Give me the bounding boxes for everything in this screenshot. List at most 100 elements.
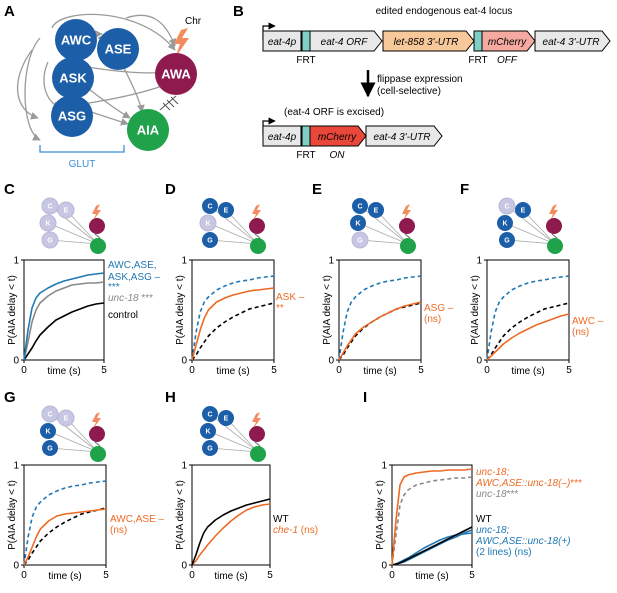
mini-node-label-g-G: G bbox=[47, 446, 53, 453]
e-legend-1: ASG – bbox=[424, 303, 454, 314]
mini-node-label-f-C: C bbox=[504, 204, 509, 211]
mini-node-d-C bbox=[202, 198, 218, 214]
e-legend-2: (ns) bbox=[424, 314, 441, 325]
series-line-h-0 bbox=[191, 498, 271, 566]
b-bottom-mcherry: mCherry bbox=[318, 132, 357, 143]
x-tick-label-i-0: 0 bbox=[389, 570, 395, 581]
y-tick-label-e-1: 1 bbox=[328, 256, 334, 267]
x-axis-label-d: time (s) bbox=[216, 366, 249, 377]
series-line-i-0 bbox=[391, 468, 473, 566]
panel-label-e: E bbox=[312, 181, 322, 198]
y-axis-label-i: P(AIA delay < t) bbox=[375, 480, 386, 550]
axes-frame-h bbox=[191, 464, 271, 566]
node-awc-label: AWC bbox=[61, 33, 92, 48]
node-asg-label: ASG bbox=[58, 109, 86, 124]
x-tick-label-e-1: 5 bbox=[418, 365, 424, 376]
i-legend-4: WT bbox=[476, 514, 492, 525]
mini-node-label-c-C: C bbox=[47, 204, 52, 211]
i-legend-3: unc-18*** bbox=[476, 489, 518, 500]
series-line-i-1 bbox=[391, 476, 473, 566]
h-legend-1: WT bbox=[273, 514, 289, 525]
mini-awa-g bbox=[89, 426, 105, 442]
mini-node-e-G bbox=[351, 231, 369, 249]
y-axis-label-d: P(AIA delay < t) bbox=[175, 275, 186, 345]
mini-node-d-E bbox=[218, 202, 234, 218]
lightning-icon bbox=[174, 28, 189, 58]
node-awa-label: AWA bbox=[161, 67, 191, 82]
h-legend-2: che-1 (ns) bbox=[273, 525, 318, 536]
b-excised: (eat-4 ORF is excised) bbox=[284, 107, 384, 118]
mini-aia-f bbox=[547, 238, 563, 254]
c-legend-2: ASK,ASG – bbox=[108, 272, 161, 283]
mini-node-e-C bbox=[352, 198, 368, 214]
mini-node-label-d-C: C bbox=[207, 204, 212, 211]
mini-node-e-K bbox=[350, 215, 366, 231]
series-line-c-0 bbox=[23, 272, 105, 361]
x-axis-label-e: time (s) bbox=[363, 366, 396, 377]
mini-node-label-e-E: E bbox=[374, 208, 379, 215]
panel-label-b: B bbox=[233, 3, 244, 20]
mini-awa-h bbox=[249, 426, 265, 442]
mini-node-label-h-K: K bbox=[205, 429, 210, 436]
circuit-diagram: Chr AWC ASE ASK ASG AWA AIA GLUT bbox=[17, 13, 202, 170]
panel-label-c: C bbox=[4, 181, 15, 198]
c-legend-1: AWC,ASE, bbox=[108, 260, 157, 271]
b-frt2: FRT bbox=[468, 55, 487, 66]
glut-label: GLUT bbox=[69, 159, 96, 170]
series-line-f-2 bbox=[486, 302, 570, 361]
y-tick-label-g-0: 0 bbox=[13, 561, 19, 572]
b-top-promoter: eat-4p bbox=[268, 37, 297, 48]
series-line-c-1 bbox=[23, 281, 105, 361]
b-flip2: (cell-selective) bbox=[377, 86, 441, 97]
mini-node-f-C bbox=[498, 197, 516, 215]
mini-node-g-G bbox=[42, 440, 58, 456]
series-line-e-0 bbox=[338, 301, 422, 361]
f-legend-2: (ns) bbox=[572, 327, 589, 338]
mini-node-c-G bbox=[41, 231, 59, 249]
panel-label-g: G bbox=[4, 389, 16, 406]
mini-node-g-K bbox=[40, 423, 56, 439]
mini-node-label-c-K: K bbox=[45, 221, 50, 228]
mini-node-label-d-G: G bbox=[207, 238, 213, 245]
mini-node-c-E bbox=[57, 201, 75, 219]
b-frt1: FRT bbox=[296, 55, 315, 66]
b-top-orf: eat-4 ORF bbox=[321, 37, 369, 48]
b-bottom-promoter: eat-4p bbox=[268, 132, 297, 143]
b-on: ON bbox=[330, 150, 346, 161]
c-legend-3: *** bbox=[108, 282, 120, 293]
axes-frame-g bbox=[23, 464, 107, 566]
b-off: OFF bbox=[497, 55, 518, 66]
mini-aia-d bbox=[250, 238, 266, 254]
mini-node-h-E bbox=[218, 410, 234, 426]
y-axis-label-f: P(AIA delay < t) bbox=[470, 275, 481, 345]
b-bottom-utr: eat-4 3'-UTR bbox=[374, 132, 431, 143]
mini-node-e-E bbox=[368, 202, 384, 218]
mini-node-label-h-C: C bbox=[207, 412, 212, 419]
b-top-utr: eat-4 3'-UTR bbox=[543, 37, 600, 48]
y-tick-label-d-0: 0 bbox=[181, 356, 187, 367]
mini-node-label-f-G: G bbox=[504, 238, 510, 245]
mini-aia-e bbox=[400, 238, 416, 254]
c-legend-4: unc-18 *** bbox=[108, 293, 153, 304]
f-legend-1: AWC – bbox=[572, 316, 604, 327]
i-legend-2: AWC,ASE::unc-18(–)*** bbox=[475, 478, 582, 489]
x-tick-label-f-1: 5 bbox=[566, 365, 572, 376]
b-title: edited endogenous eat-4 locus bbox=[376, 6, 513, 17]
mini-node-label-f-E: E bbox=[521, 208, 526, 215]
y-tick-label-g-1: 1 bbox=[13, 461, 19, 472]
mini-node-label-h-G: G bbox=[207, 446, 213, 453]
y-tick-label-f-0: 0 bbox=[476, 356, 482, 367]
i-legend-1: unc-18; bbox=[476, 467, 510, 478]
d-legend-2: ** bbox=[276, 303, 284, 314]
mini-lightning-icon-c bbox=[92, 204, 101, 221]
series-line-i-2 bbox=[391, 526, 473, 566]
y-axis-label-e: P(AIA delay < t) bbox=[322, 275, 333, 345]
x-tick-label-d-1: 5 bbox=[271, 365, 277, 376]
axes-frame-f bbox=[486, 259, 570, 361]
